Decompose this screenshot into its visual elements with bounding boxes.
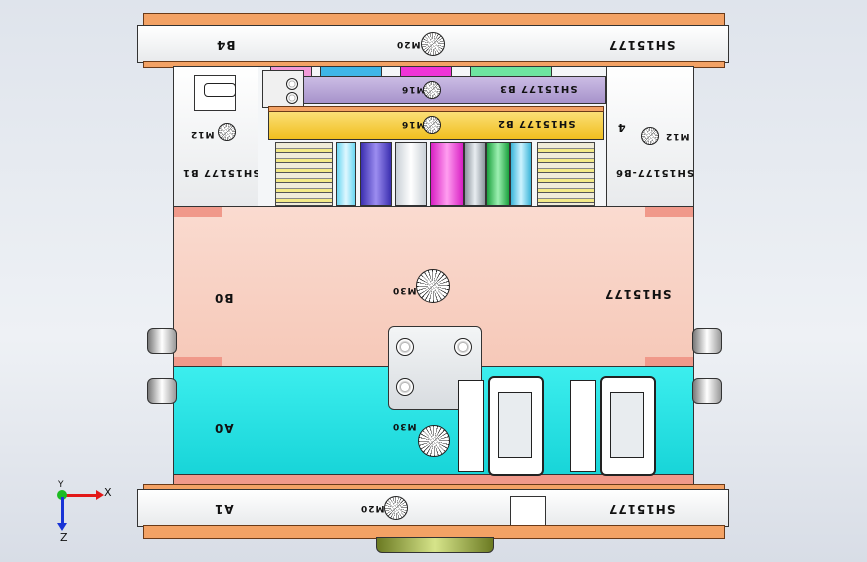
b3-right-label: SH15177 B3 <box>499 83 578 94</box>
y-axis-dot-icon <box>57 490 67 500</box>
pin-magenta <box>430 142 464 206</box>
left-block-m12: M12 <box>190 129 215 139</box>
left-guide-pin-bottom <box>147 378 177 404</box>
b3-left-label: M16 <box>401 84 426 94</box>
a0-bolt-label: M30 <box>392 421 417 431</box>
b0-left-label: B0 <box>214 291 234 305</box>
b3-bolt-icon <box>423 81 441 99</box>
b0-corner-tl <box>174 207 222 217</box>
x-axis-line <box>62 494 98 497</box>
ejector-plate-b3[interactable]: M16 SH15177 B3 <box>270 76 606 104</box>
right-guide-pin-bottom <box>692 378 722 404</box>
right-block-num: 4 <box>617 121 626 134</box>
connector-inner-left <box>498 392 532 458</box>
top-plate-bolt-icon <box>421 32 445 56</box>
b3-bracket <box>262 70 304 108</box>
pin-cyan-2 <box>510 142 532 206</box>
ejector-plate-b2[interactable]: M16 SH15177 B2 <box>268 110 604 140</box>
left-support-block[interactable]: M12 SH15177 B1 <box>173 66 260 208</box>
top-clamp-plate[interactable]: B4 M20 SH15177 <box>137 25 729 63</box>
left-block-id: SH15177 B1 <box>182 167 261 178</box>
y-axis-label: Y <box>58 480 64 490</box>
b0-corner-br <box>645 357 693 367</box>
b2-right-label: SH15177 B2 <box>497 118 576 129</box>
b0-right-label: SH15177 <box>604 287 672 301</box>
right-block-bolt-icon <box>641 127 659 145</box>
bottom-plate-bolt-icon <box>384 496 408 520</box>
a0-left-label: A0 <box>214 421 234 435</box>
b0-corner-bl <box>174 357 222 367</box>
pin-cyan <box>336 142 356 206</box>
a0-bolt-icon <box>418 425 450 457</box>
right-block-m12: M12 <box>665 131 690 141</box>
switch-icon <box>204 83 236 97</box>
b0-corner-tr <box>645 207 693 217</box>
b0-bolt-icon <box>416 269 450 303</box>
pin-green <box>486 142 510 206</box>
b2-bolt-icon <box>423 116 441 134</box>
top-plate-label-left: B4 <box>216 38 236 52</box>
locating-ring <box>376 537 494 553</box>
b3-bracket-hole-2 <box>286 92 298 104</box>
latch-hole-tr <box>454 338 472 356</box>
latch-hole-tl <box>396 338 414 356</box>
right-support-block[interactable]: 4 M12 SH15177-B6 <box>606 66 694 208</box>
right-guide-pin-top <box>692 328 722 354</box>
bottom-plate-label-center: M20 <box>360 503 385 513</box>
top-plate-label-right: SH15177 <box>608 38 676 52</box>
right-spring <box>537 142 595 206</box>
pin-grey <box>464 142 486 206</box>
bottom-plate-label-left: A1 <box>214 502 234 516</box>
pin-purple <box>360 142 392 206</box>
bottom-plate-label-right: SH15177 <box>608 502 676 516</box>
b2-top-strip <box>268 106 604 112</box>
left-block-bolt-icon <box>218 123 236 141</box>
top-plate-label-center: M20 <box>396 39 421 49</box>
z-axis-label: Z <box>60 531 68 544</box>
connector-inner-right <box>610 392 644 458</box>
left-spring <box>275 142 333 206</box>
x-axis-label: X <box>104 486 112 499</box>
pin-white <box>395 142 427 206</box>
bottom-clamp-plate[interactable]: A1 M20 SH15177 <box>137 489 729 528</box>
z-axis-arrow-icon <box>57 523 67 531</box>
z-axis-line <box>61 497 64 525</box>
b2-left-label: M16 <box>401 119 426 129</box>
latch-hole-bl <box>396 378 414 396</box>
b0-center-label: M30 <box>392 285 417 295</box>
bottom-plate-slot <box>510 496 546 528</box>
right-block-id: SH15177-B6 <box>615 167 695 178</box>
connector-clip-right <box>570 380 596 472</box>
connector-clip-left <box>458 380 484 472</box>
left-guide-pin-top <box>147 328 177 354</box>
b3-bracket-hole-1 <box>286 78 298 90</box>
x-axis-arrow-icon <box>96 490 104 500</box>
